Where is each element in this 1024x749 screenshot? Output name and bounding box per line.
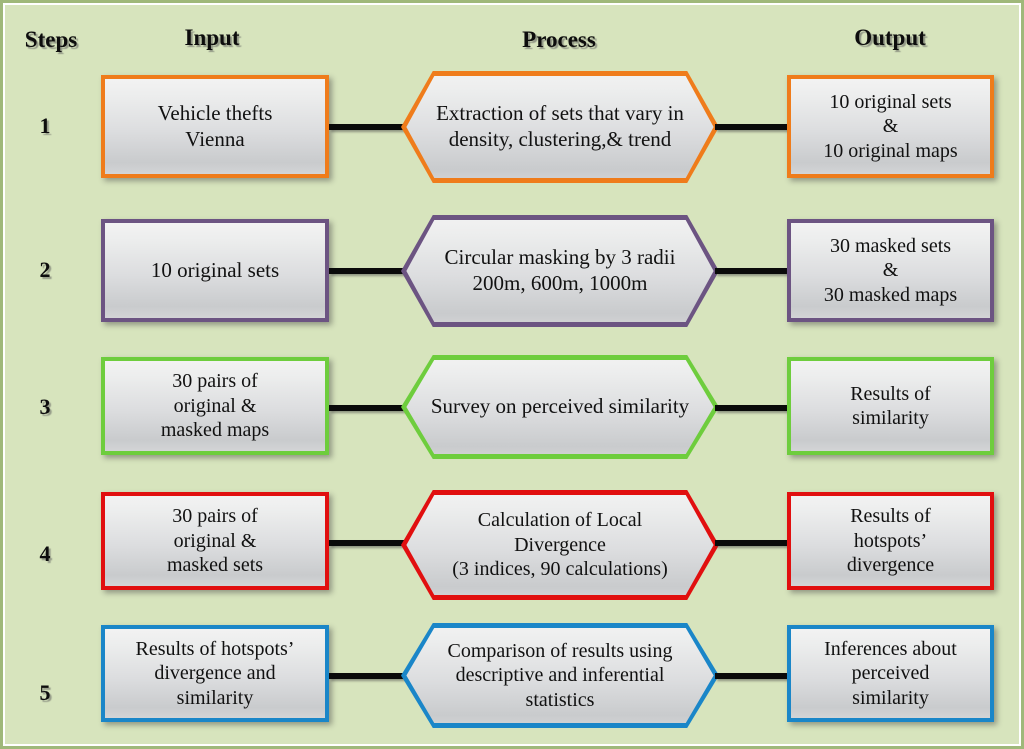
row-5-connector-left	[329, 673, 407, 679]
row-3-process-box: Survey on perceived similarity	[401, 355, 719, 459]
row-2-output-label: 30 masked sets & 30 masked maps	[823, 234, 958, 306]
row-1-input-box: Vehicle thefts Vienna	[101, 75, 329, 178]
row-4-input-label: 30 pairs of original & masked sets	[166, 505, 264, 577]
column-header-output: Output	[854, 25, 926, 50]
row-3-input-label: 30 pairs of original & masked maps	[160, 370, 270, 442]
row-5-process-box: Comparison of results using descriptive …	[401, 623, 719, 728]
row-3-output-label: Results of similarity	[850, 382, 931, 429]
step-number-2: 2	[39, 257, 51, 282]
row-4-input-box: 30 pairs of original & masked sets	[101, 492, 329, 590]
column-header-steps: Steps	[24, 27, 78, 52]
row-5-input-box: Results of hotspots’ divergence and simi…	[101, 625, 329, 722]
row-2-connector-left	[329, 268, 407, 274]
row-5-input-label: Results of hotspots’ divergence and simi…	[135, 637, 295, 709]
step-number-4: 4	[39, 541, 51, 566]
row-1-output-label: 10 original sets & 10 original maps	[823, 90, 958, 162]
row-2-input-box: 10 original sets	[101, 219, 329, 322]
row-2-connector-right	[715, 268, 793, 274]
row-1-process-box: Extraction of sets that vary in density,…	[401, 71, 719, 183]
row-1-output-box: 10 original sets & 10 original maps	[787, 75, 994, 178]
row-4-connector-right	[715, 540, 793, 546]
row-5-process-label: Comparison of results using descriptive …	[447, 639, 673, 711]
column-header-process: Process	[522, 27, 596, 52]
row-1-connector-right	[715, 124, 793, 130]
row-2-output-box: 30 masked sets & 30 masked maps	[787, 219, 994, 322]
row-3-connector-right	[715, 405, 793, 411]
column-header-input: Input	[184, 25, 240, 50]
row-3-connector-left	[329, 405, 407, 411]
row-3-output-box: Results of similarity	[787, 357, 994, 455]
row-4-process-label: Calculation of Local Divergence (3 indic…	[452, 509, 668, 581]
row-4-connector-left	[329, 540, 407, 546]
step-number-3: 3	[39, 394, 51, 419]
row-1-connector-left	[329, 124, 407, 130]
row-2-input-label: 10 original sets	[150, 257, 280, 282]
row-2-process-label: Circular masking by 3 radii 200m, 600m, …	[444, 245, 676, 295]
row-5-output-label: Inferences about perceived similarity	[824, 637, 957, 709]
row-1-process-label: Extraction of sets that vary in density,…	[436, 101, 684, 151]
row-3-input-box: 30 pairs of original & masked maps	[101, 357, 329, 455]
row-5-connector-right	[715, 673, 793, 679]
row-4-output-box: Results of hotspots’ divergence	[787, 492, 994, 590]
row-2-process-box: Circular masking by 3 radii 200m, 600m, …	[401, 215, 719, 327]
row-5-output-box: Inferences about perceived similarity	[787, 625, 994, 722]
row-1-input-label: Vehicle thefts Vienna	[157, 100, 273, 151]
row-4-output-label: Results of hotspots’ divergence	[846, 505, 935, 577]
step-number-1: 1	[39, 113, 51, 138]
step-number-5: 5	[39, 680, 51, 705]
row-4-process-box: Calculation of Local Divergence (3 indic…	[401, 490, 719, 600]
row-3-process-label: Survey on perceived similarity	[430, 394, 690, 419]
